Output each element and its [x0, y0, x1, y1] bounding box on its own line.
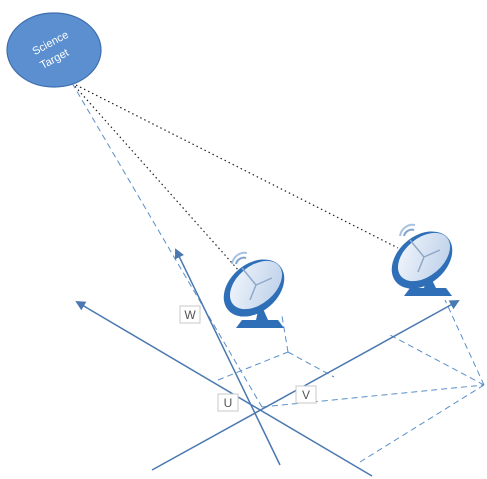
satellite-dish-icon: [391, 223, 453, 296]
label-w: W: [179, 305, 201, 324]
satellite-dish-icon: [223, 251, 285, 328]
axis-u: [75, 300, 373, 477]
science-target: Science Target: [6, 12, 102, 88]
svg-text:V: V: [302, 388, 310, 402]
label-u: U: [217, 393, 239, 412]
svg-text:W: W: [184, 308, 196, 322]
line-of-sight-dish-1: [71, 82, 241, 273]
source-direction-line: [71, 82, 263, 408]
label-v: V: [295, 385, 317, 404]
axis-w: [174, 248, 281, 466]
projection-lines: [217, 299, 485, 463]
svg-text:U: U: [224, 396, 233, 410]
